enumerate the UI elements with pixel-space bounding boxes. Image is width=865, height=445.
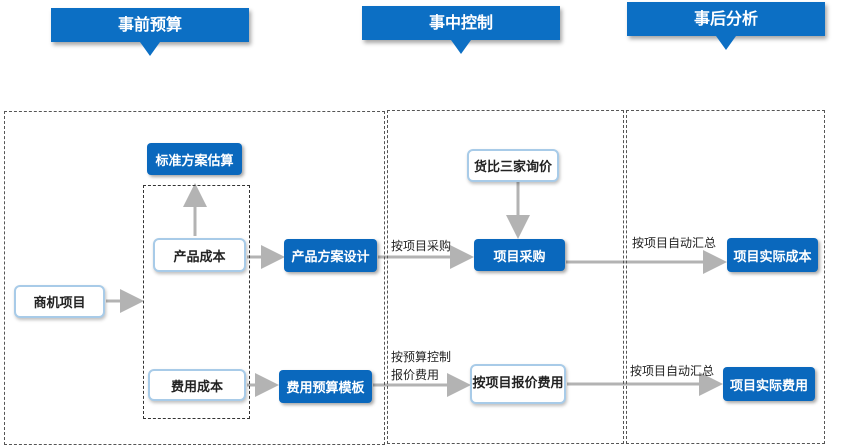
phase-pre-budget: 事前预算 [51,8,249,42]
cost-group [143,185,250,419]
node-product-design: 产品方案设计 [284,239,377,272]
label-auto-sum-cost: 按项目自动汇总 [632,236,717,250]
phase-mid-control: 事中控制 [362,6,560,40]
node-actual-cost: 项目实际成本 [727,238,818,272]
phase-post-analysis: 事后分析 [627,2,825,36]
node-actual-expense: 项目实际费用 [723,367,815,401]
node-three-quotes: 货比三家询价 [467,149,559,182]
region-post-analysis [626,110,825,444]
node-expense-template: 费用预算模板 [279,370,372,403]
label-by-budget-control: 按预算控制 [391,350,452,364]
label-quote-expense: 报价费用 [391,368,440,382]
node-product-cost: 产品成本 [153,238,246,272]
label-auto-sum-expense: 按项目自动汇总 [630,364,715,378]
node-standard-estimate: 标准方案估算 [147,143,242,175]
node-quote-expense: 按项目报价费用 [470,364,566,404]
node-expense-cost: 费用成本 [148,369,246,401]
node-opportunity-project: 商机项目 [14,285,105,318]
region-mid-control [387,110,624,444]
node-procurement: 项目采购 [474,239,565,271]
label-by-procurement: 按项目采购 [391,239,452,253]
